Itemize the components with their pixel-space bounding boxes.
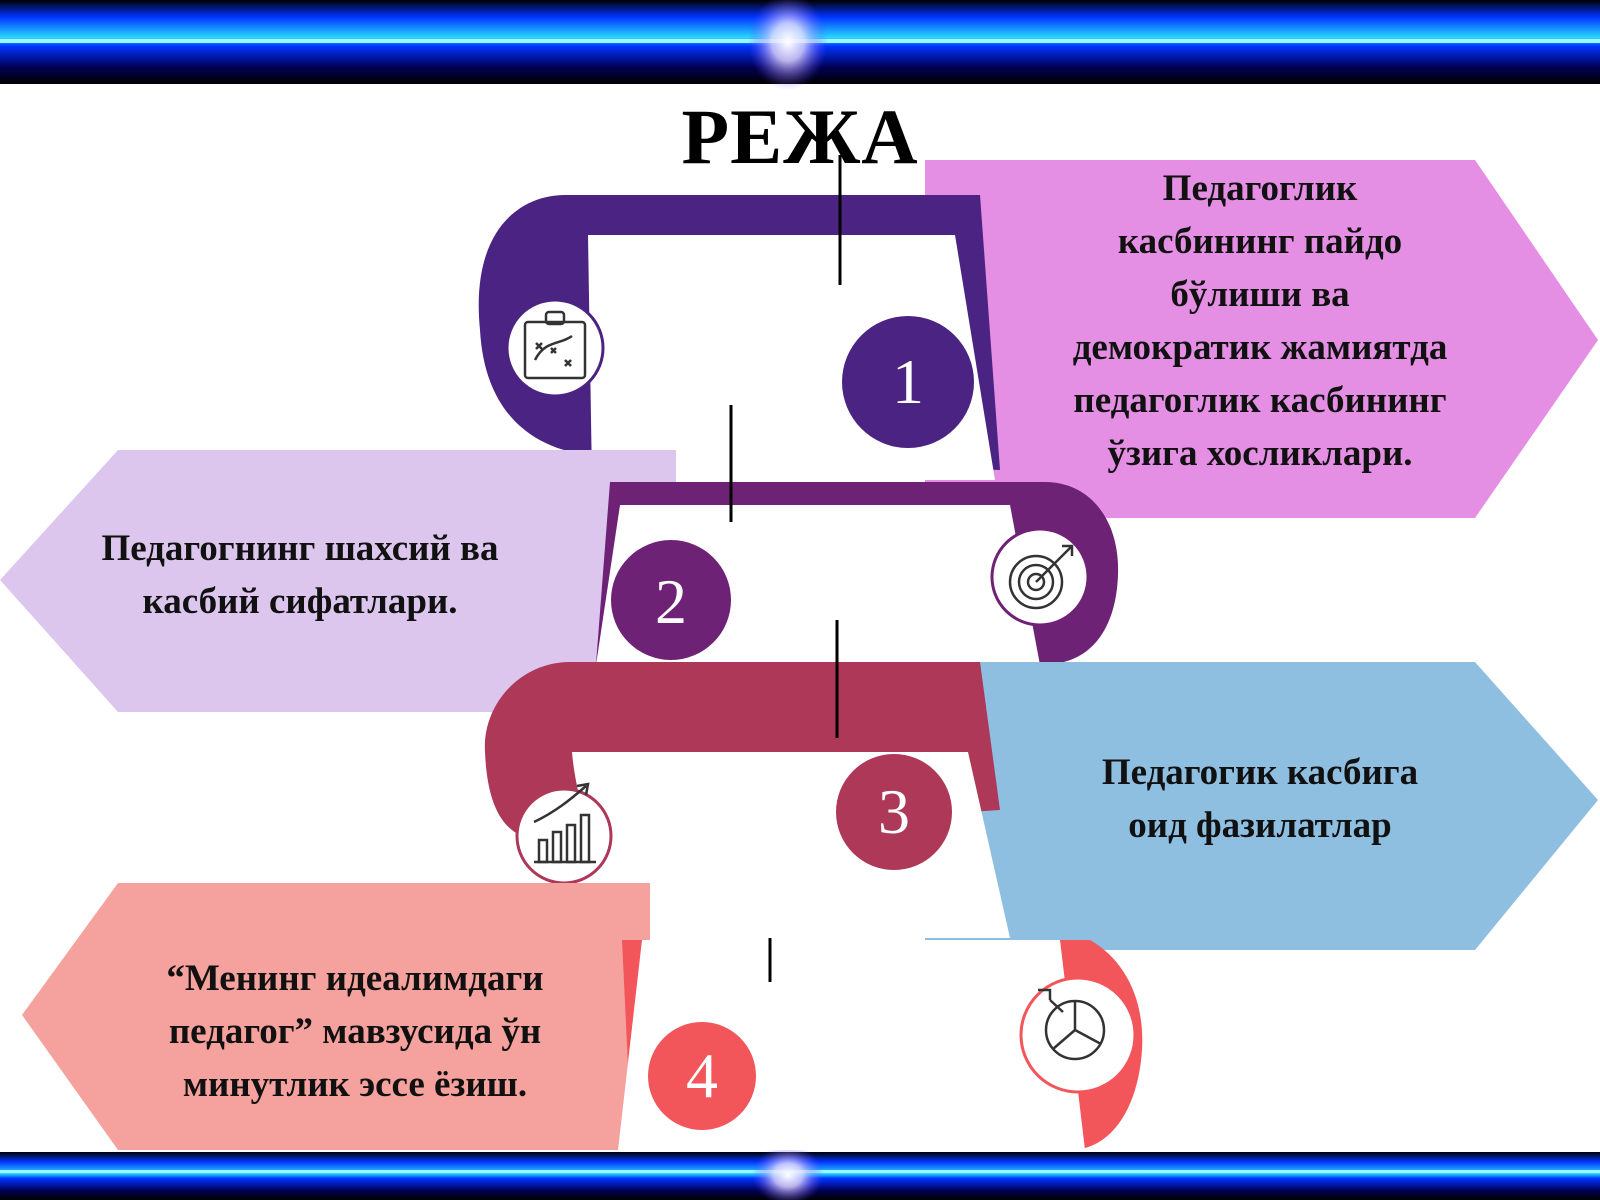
item-3-panel [925, 662, 1598, 950]
item-3-number: 3 [878, 776, 910, 847]
target-arrow-icon [1008, 544, 1074, 610]
item-4-panel [22, 883, 650, 1150]
item-2-number: 2 [655, 566, 687, 637]
item-2-panel [0, 450, 676, 712]
item-4-icon-ring [1019, 976, 1137, 1094]
item-4-number: 4 [686, 1040, 718, 1111]
strategy-board-icon [523, 310, 587, 380]
slide-title: РЕЖА [681, 93, 919, 180]
top-decor-bar [0, 0, 1600, 90]
growth-chart-icon [533, 782, 596, 864]
item-1-number-circle [842, 316, 974, 448]
item-1-panel [925, 160, 1598, 518]
item-3-text: Педагогик касбига оид фазилатлар [1101, 752, 1419, 846]
item-2-number-circle [611, 540, 731, 660]
item-1-text: Педагоглик касбининг пайдо бўлиши ва дем… [1072, 168, 1448, 474]
radar-pie-icon [1038, 988, 1106, 1061]
item-4-text: “Менинг идеалимдаги педагог” мавзусида ў… [166, 958, 544, 1105]
bottom-decor-bar [0, 1145, 1600, 1200]
item-1-number: 1 [892, 346, 924, 417]
item-2-text: Педагогнинг шахсий ва касбий сифатлари. [101, 528, 499, 622]
item-3-number-circle [836, 754, 952, 870]
item-4-number-circle [648, 1022, 756, 1130]
